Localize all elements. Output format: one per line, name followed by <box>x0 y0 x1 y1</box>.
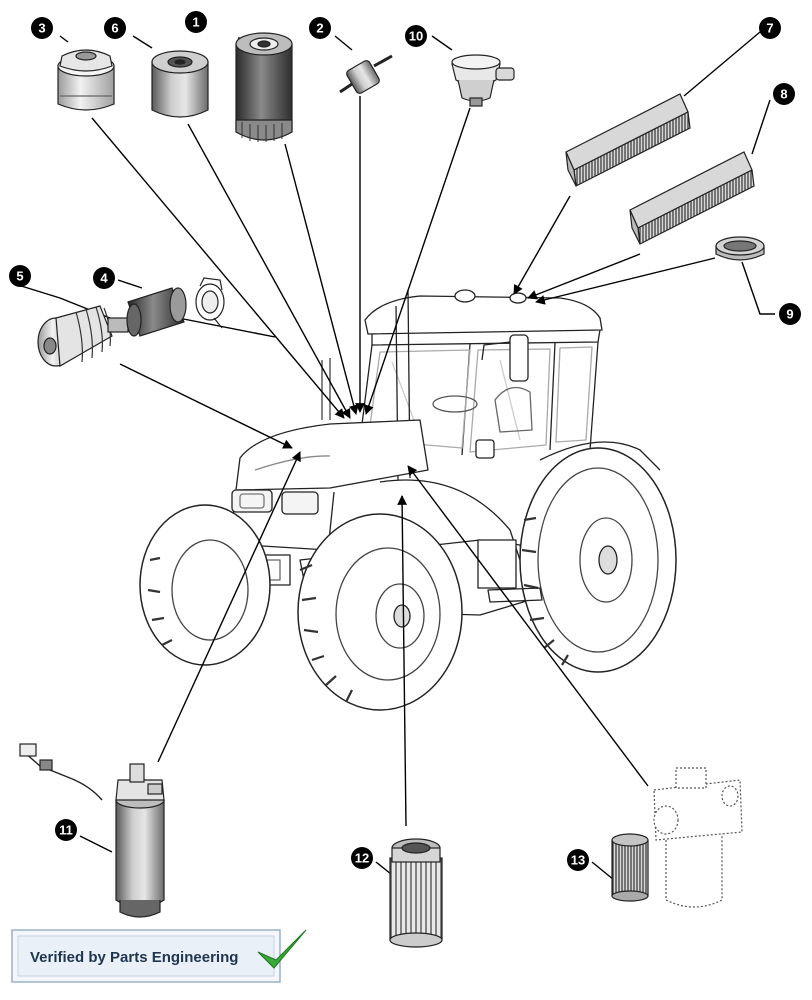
callout-10: 10 <box>405 25 427 47</box>
callout-circle <box>309 17 331 39</box>
callout-8: 8 <box>773 83 795 105</box>
callout-2: 2 <box>309 17 331 39</box>
callout-11: 11 <box>55 819 77 841</box>
part-8-cab-panel-filter <box>629 151 755 245</box>
callout-number: 6 <box>111 21 118 36</box>
callout-circle <box>351 847 373 869</box>
verified-badge: Verified by Parts Engineering <box>11 929 307 983</box>
callout-number: 1 <box>192 15 199 30</box>
green-checkmark-icon <box>257 929 307 969</box>
callout-number: 8 <box>780 87 787 102</box>
callout-5: 5 <box>9 265 31 287</box>
callout-number: 7 <box>766 21 773 36</box>
part-11-fuel-filter-with-sensor <box>19 743 165 918</box>
part-3-small-oil-filter <box>57 49 115 111</box>
part-6-fuel-filter <box>151 50 209 118</box>
badge-inner-frame <box>17 935 275 977</box>
callout-number: 5 <box>16 269 23 284</box>
callout-number: 4 <box>100 271 108 286</box>
callout-circle <box>55 819 77 841</box>
callout-circle <box>9 265 31 287</box>
callout-3: 3 <box>31 17 53 39</box>
callout-circle <box>104 17 126 39</box>
callout-number: 10 <box>409 29 423 44</box>
callout-13: 13 <box>567 849 589 871</box>
tractor-illustration <box>139 289 677 711</box>
part-13-filter-and-housing <box>611 767 743 908</box>
callout-1: 1 <box>185 11 207 33</box>
callout-4: 4 <box>93 267 115 289</box>
callout-6: 6 <box>104 17 126 39</box>
callout-number: 3 <box>38 21 45 36</box>
part-12-hydraulic-element <box>389 838 443 948</box>
callout-circle <box>759 17 781 39</box>
callout-number: 2 <box>316 21 323 36</box>
callout-number: 12 <box>355 851 369 866</box>
callout-number: 9 <box>786 307 793 322</box>
part-5-air-cleaner-housing <box>37 305 129 367</box>
part-9-round-screen-filter <box>715 236 765 261</box>
callout-7: 7 <box>759 17 781 39</box>
part-1-large-spin-on-filter <box>235 32 293 142</box>
leader-lines <box>17 31 775 881</box>
part-7-cab-panel-filter <box>565 93 691 187</box>
callout-circle <box>567 849 589 871</box>
callout-12: 12 <box>351 847 373 869</box>
callout-circle <box>93 267 115 289</box>
badge-label: Verified by Parts Engineering <box>30 949 238 966</box>
callout-number: 13 <box>571 853 585 868</box>
part-2-inline-fuel-filter <box>339 54 393 94</box>
callout-number: 11 <box>59 823 73 838</box>
callout-circle <box>405 25 427 47</box>
callout-circle <box>185 11 207 33</box>
part-4-air-filter-element <box>126 277 225 337</box>
callout-circle <box>773 83 795 105</box>
callout-circle <box>31 17 53 39</box>
callout-circle <box>779 303 801 325</box>
part-10-water-separator <box>451 54 515 107</box>
callout-9: 9 <box>779 303 801 325</box>
